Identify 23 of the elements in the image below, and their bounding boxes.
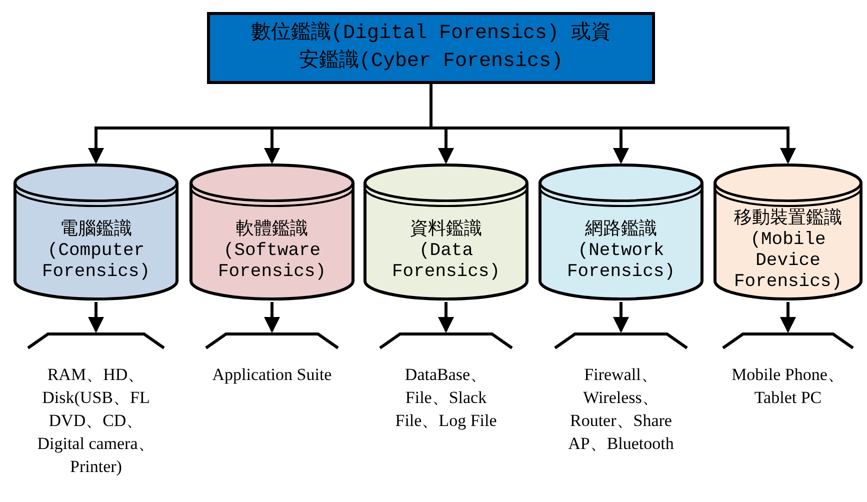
arrow bbox=[438, 302, 454, 333]
cylinder-subtitle: (Data Forensics) bbox=[390, 240, 502, 282]
cylinder-subtitle: (Software Forensics) bbox=[216, 240, 328, 282]
arrow bbox=[430, 84, 796, 164]
cylinder-heading: 網路鑑識 bbox=[585, 220, 657, 240]
cylinder-subtitle: (Network Forensics) bbox=[566, 240, 676, 282]
cylinder-heading: 軟體鑑識 bbox=[236, 220, 308, 240]
cylinder-subtitle: (Mobile Device Forensics) bbox=[732, 230, 844, 293]
arrow bbox=[613, 302, 629, 333]
arrow bbox=[88, 302, 104, 333]
title-text: 數位鑑識(Digital Forensics) 或資安鑑識(Cyber Forensics) bbox=[250, 20, 612, 75]
arrow bbox=[780, 302, 796, 333]
item-list-text: RAM、HD、Disk(USB、FL DVD、CD、Digital camera、Printer) bbox=[36, 364, 156, 478]
cylinder-heading: 電腦鑑識 bbox=[60, 220, 132, 240]
item-list-text: DataBase、File、Slack File、Log File bbox=[394, 364, 498, 432]
item-list-text: Firewall、Wireless、Router、Share AP、Bluetooth bbox=[567, 364, 675, 455]
cylinder-heading: 移動裝置鑑識 bbox=[734, 209, 842, 230]
cylinder-subtitle: (Computer Forensics) bbox=[40, 240, 152, 282]
title-box bbox=[207, 12, 655, 84]
item-list-text: Application Suite bbox=[212, 364, 332, 386]
cylinder-heading: 資料鑑識 bbox=[410, 220, 482, 240]
item-list-text: Mobile Phone、Tablet PC bbox=[730, 364, 846, 409]
arrow bbox=[264, 302, 280, 333]
